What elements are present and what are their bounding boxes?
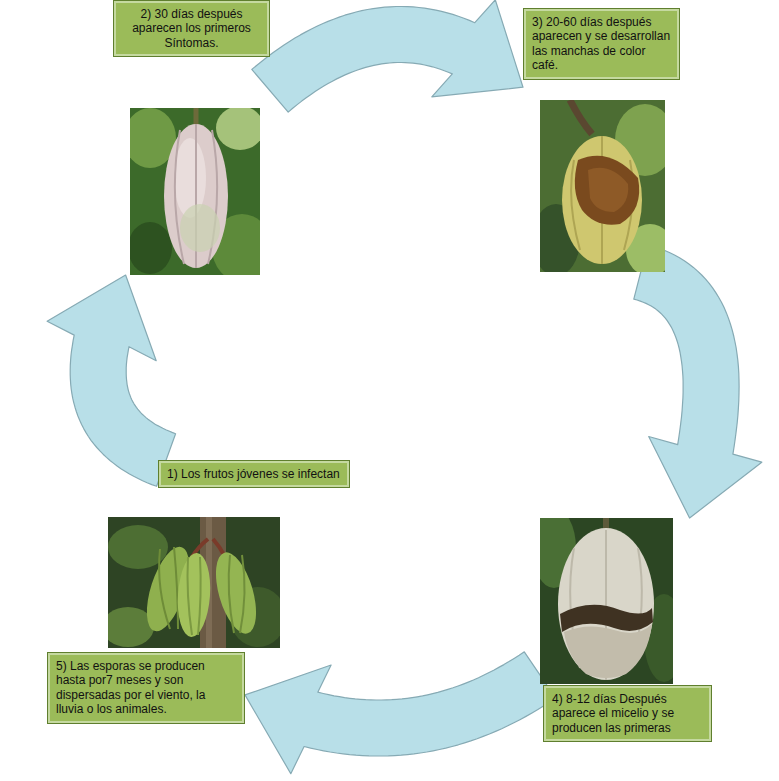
cacao-pod-photo	[108, 517, 280, 648]
stage-box: 3) 20-60 días después aparecen y se desa…	[523, 8, 680, 80]
cacao-pod-photo	[540, 100, 665, 272]
stage-text: 5) Las esporas se producen hasta por7 me…	[56, 659, 236, 717]
stage-node: 5) Las esporas se producen hasta por7 me…	[47, 652, 245, 724]
stage-box: 2) 30 días después aparecen los primeros…	[113, 0, 270, 57]
stage-box: 5) Las esporas se producen hasta por7 me…	[47, 652, 245, 724]
stage-node: 2) 30 días después aparecen los primeros…	[113, 0, 270, 275]
cycle-arrow	[634, 245, 762, 518]
cycle-arrow	[252, 0, 523, 112]
stage-text: 2) 30 días después aparecen los primeros…	[122, 7, 261, 50]
stage-node: 3) 20-60 días después aparecen y se desa…	[523, 8, 680, 272]
stage-text: 4) 8-12 días Después aparece el micelio …	[552, 692, 703, 735]
cacao-pod-photo	[130, 108, 260, 275]
stage-node: 1) Los frutos jóvenes se infectan	[108, 460, 350, 648]
stage-node: 4) 8-12 días Después aparece el micelio …	[540, 518, 712, 742]
stage-text: 1) Los frutos jóvenes se infectan	[167, 467, 341, 481]
cycle-arrow	[47, 275, 176, 486]
stage-box: 4) 8-12 días Después aparece el micelio …	[543, 685, 712, 742]
cacao-pod-photo	[540, 518, 673, 684]
stage-box: 1) Los frutos jóvenes se infectan	[158, 460, 350, 488]
cycle-arrow	[245, 652, 556, 774]
stage-text: 3) 20-60 días después aparecen y se desa…	[532, 15, 671, 73]
